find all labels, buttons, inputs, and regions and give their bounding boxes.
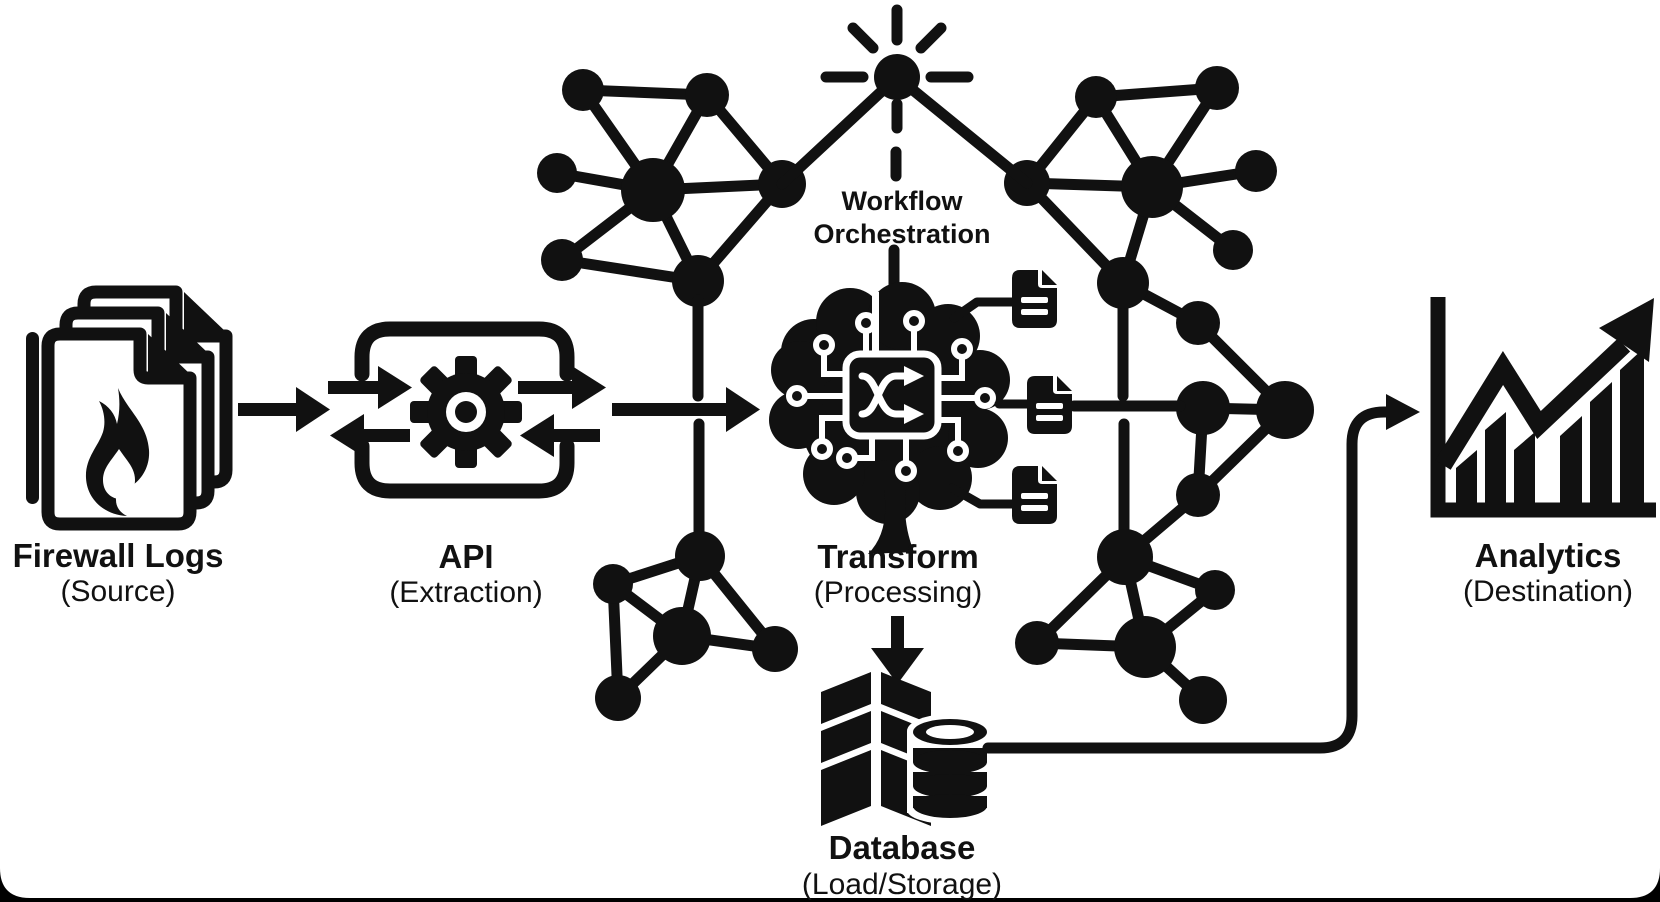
network-node: [1195, 570, 1235, 610]
arrow-firewall-to-api-icon: [238, 387, 330, 432]
document-icon: [1012, 466, 1057, 524]
network-vertical-link-left: [692, 294, 705, 551]
flame-icon: [85, 388, 150, 516]
document-icon: [1012, 270, 1057, 328]
sun-rays-icon: [820, 4, 974, 83]
arrow-transform-to-database-icon: [871, 616, 924, 684]
network-node: [1176, 473, 1220, 517]
network-node: [621, 158, 685, 222]
document-icon: [1027, 376, 1072, 434]
api-extraction-label: (Extraction): [389, 576, 542, 609]
sun-node: [874, 54, 920, 100]
circuit-traces: [786, 310, 996, 482]
api-icon: [328, 321, 606, 499]
network-node: [593, 564, 633, 604]
firewall-source-label: (Source): [60, 575, 175, 608]
network-node: [1195, 66, 1239, 110]
sync-arrows-icon: [328, 366, 606, 457]
shuffle-chip-icon: [842, 350, 942, 440]
network-node: [1121, 156, 1183, 218]
arrow-database-to-analytics-icon: [982, 394, 1420, 754]
api-label: API: [438, 538, 493, 575]
network-node: [1213, 230, 1253, 270]
trend-arrowhead: [1599, 298, 1654, 362]
network-node: [1235, 150, 1277, 192]
network-node: [1179, 676, 1227, 724]
firewall-logs-label: Firewall Logs: [13, 537, 224, 574]
network-node: [675, 531, 725, 581]
network-node: [1176, 381, 1230, 435]
brain-stem: [868, 490, 914, 554]
network-node: [685, 73, 729, 117]
gear-icon: [410, 356, 522, 468]
orchestration-link-left: [776, 71, 903, 190]
network-node: [752, 626, 798, 672]
network-node: [1176, 301, 1220, 345]
network-cluster-lower-left: [593, 531, 798, 721]
network-vertical-link-right: [1117, 303, 1130, 538]
network-node: [541, 239, 583, 281]
firewall-logs-icon: [26, 285, 233, 531]
network-node: [1097, 529, 1153, 585]
workflow-label-line1: Workflow: [842, 186, 964, 216]
network-cluster-right: [1004, 66, 1314, 724]
analytics-label: Analytics: [1475, 537, 1622, 574]
analytics-icon: [1430, 297, 1656, 518]
transform-processing-label: (Processing): [814, 576, 982, 609]
workflow-orchestration-icon: [776, 4, 1033, 294]
network-node: [653, 607, 711, 665]
orchestration-to-transform-dashed-line: [888, 98, 903, 294]
arrow-api-to-transform-icon: [612, 387, 760, 432]
workflow-label-line2: Orchestration: [813, 219, 990, 249]
orchestration-link-right: [891, 71, 1033, 189]
network-node: [1256, 381, 1314, 439]
bar-chart-bars: [1456, 348, 1644, 503]
transform-brain-icon: [769, 282, 1010, 554]
network-edges: [1021, 82, 1291, 706]
analytics-destination-label: (Destination): [1463, 575, 1633, 608]
network-node: [537, 153, 577, 193]
database-cylinder-icon: [907, 714, 993, 824]
document-connector-lines: [947, 297, 1032, 509]
network-node: [1015, 621, 1059, 665]
transform-label: Transform: [817, 538, 978, 575]
network-node: [1114, 616, 1176, 678]
network-node: [562, 69, 604, 111]
database-icon: [821, 672, 993, 826]
network-node: [672, 255, 724, 307]
database-storage-label: (Load/Storage): [802, 868, 1002, 901]
database-label: Database: [829, 829, 976, 866]
network-node: [1075, 76, 1117, 118]
network-node: [1097, 257, 1149, 309]
network-edges: [551, 84, 788, 287]
network-node: [595, 675, 641, 721]
network-edges: [607, 550, 781, 704]
